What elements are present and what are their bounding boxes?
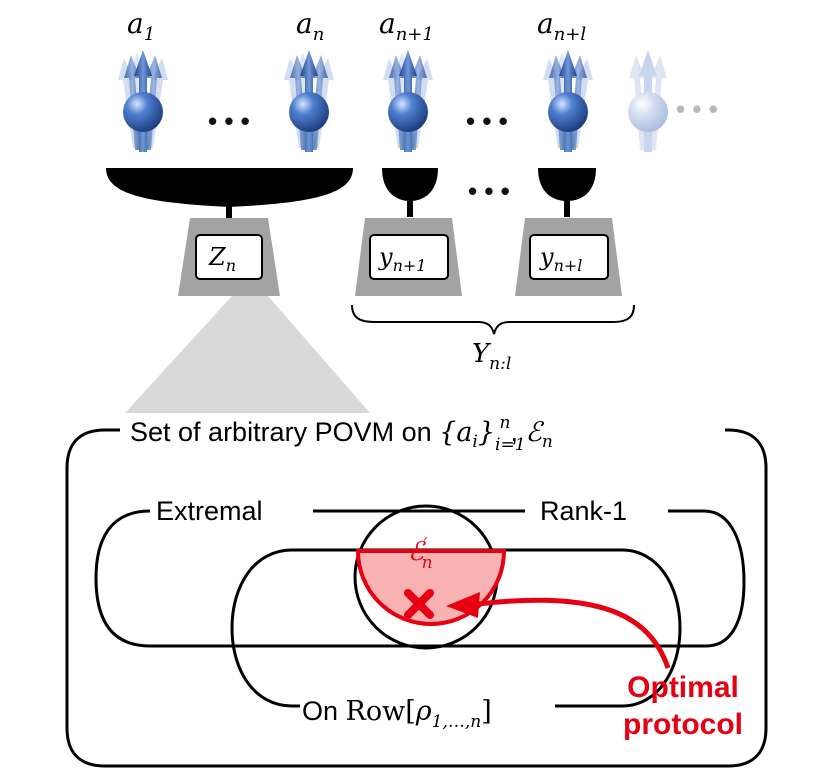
arrow-head-icon	[446, 592, 480, 618]
single-detector-icon	[538, 168, 596, 201]
outcome-y-n-plus-l: yn+l	[539, 243, 582, 275]
outer-set-box	[65, 428, 768, 768]
qubit-label-1: a1	[127, 7, 155, 45]
row-set-outline	[230, 548, 682, 708]
brace	[351, 304, 635, 335]
spin-qubit-n-plus-1-icon	[383, 50, 433, 152]
ellipsis-left: • • •	[208, 106, 250, 136]
ellipsis-middle: • • •	[466, 106, 508, 136]
qubit-label-n-plus-l: an+l	[537, 7, 586, 45]
protocol-label: protocol	[623, 708, 743, 741]
readout-box	[529, 234, 609, 280]
outcome-Y-n-l: Yn:l	[472, 339, 511, 374]
qubit-label-n-plus-1: an+1	[379, 7, 434, 45]
outer-set-label: Set of arbitrary POVM on {ai}i=1n, ℰn	[130, 413, 553, 455]
row-set-label: On Row[ρ1,…,n]	[302, 696, 492, 732]
extremal-label: Extremal	[156, 496, 263, 526]
ellipsis-faded: • • •	[676, 94, 718, 124]
optimal-point-x-icon	[404, 589, 434, 619]
spin-qubit-n-icon	[284, 50, 334, 152]
extremal-set-outline	[94, 509, 746, 648]
arrow-line	[477, 597, 671, 669]
rank1-label: Rank-1	[540, 496, 627, 526]
readout-box	[369, 234, 449, 280]
single-detector-icon	[382, 168, 438, 201]
optimal-label: Optimal	[627, 671, 739, 704]
outcome-z-n: Zn	[208, 243, 236, 275]
spin-qubit-1-icon	[118, 50, 168, 152]
spin-faded-icon	[628, 50, 668, 152]
outcome-y-n-plus-1: yn+1	[378, 243, 426, 275]
qubit-label-n: an	[296, 7, 324, 45]
eps-prime-label: ℰ′n	[408, 535, 433, 573]
readout-box	[195, 234, 263, 280]
joint-detector-icon	[106, 168, 353, 207]
spin-qubit-n-plus-l-icon	[543, 50, 593, 152]
ellipsis-detectors: • • •	[468, 176, 510, 206]
zoom-wedge	[125, 296, 370, 413]
